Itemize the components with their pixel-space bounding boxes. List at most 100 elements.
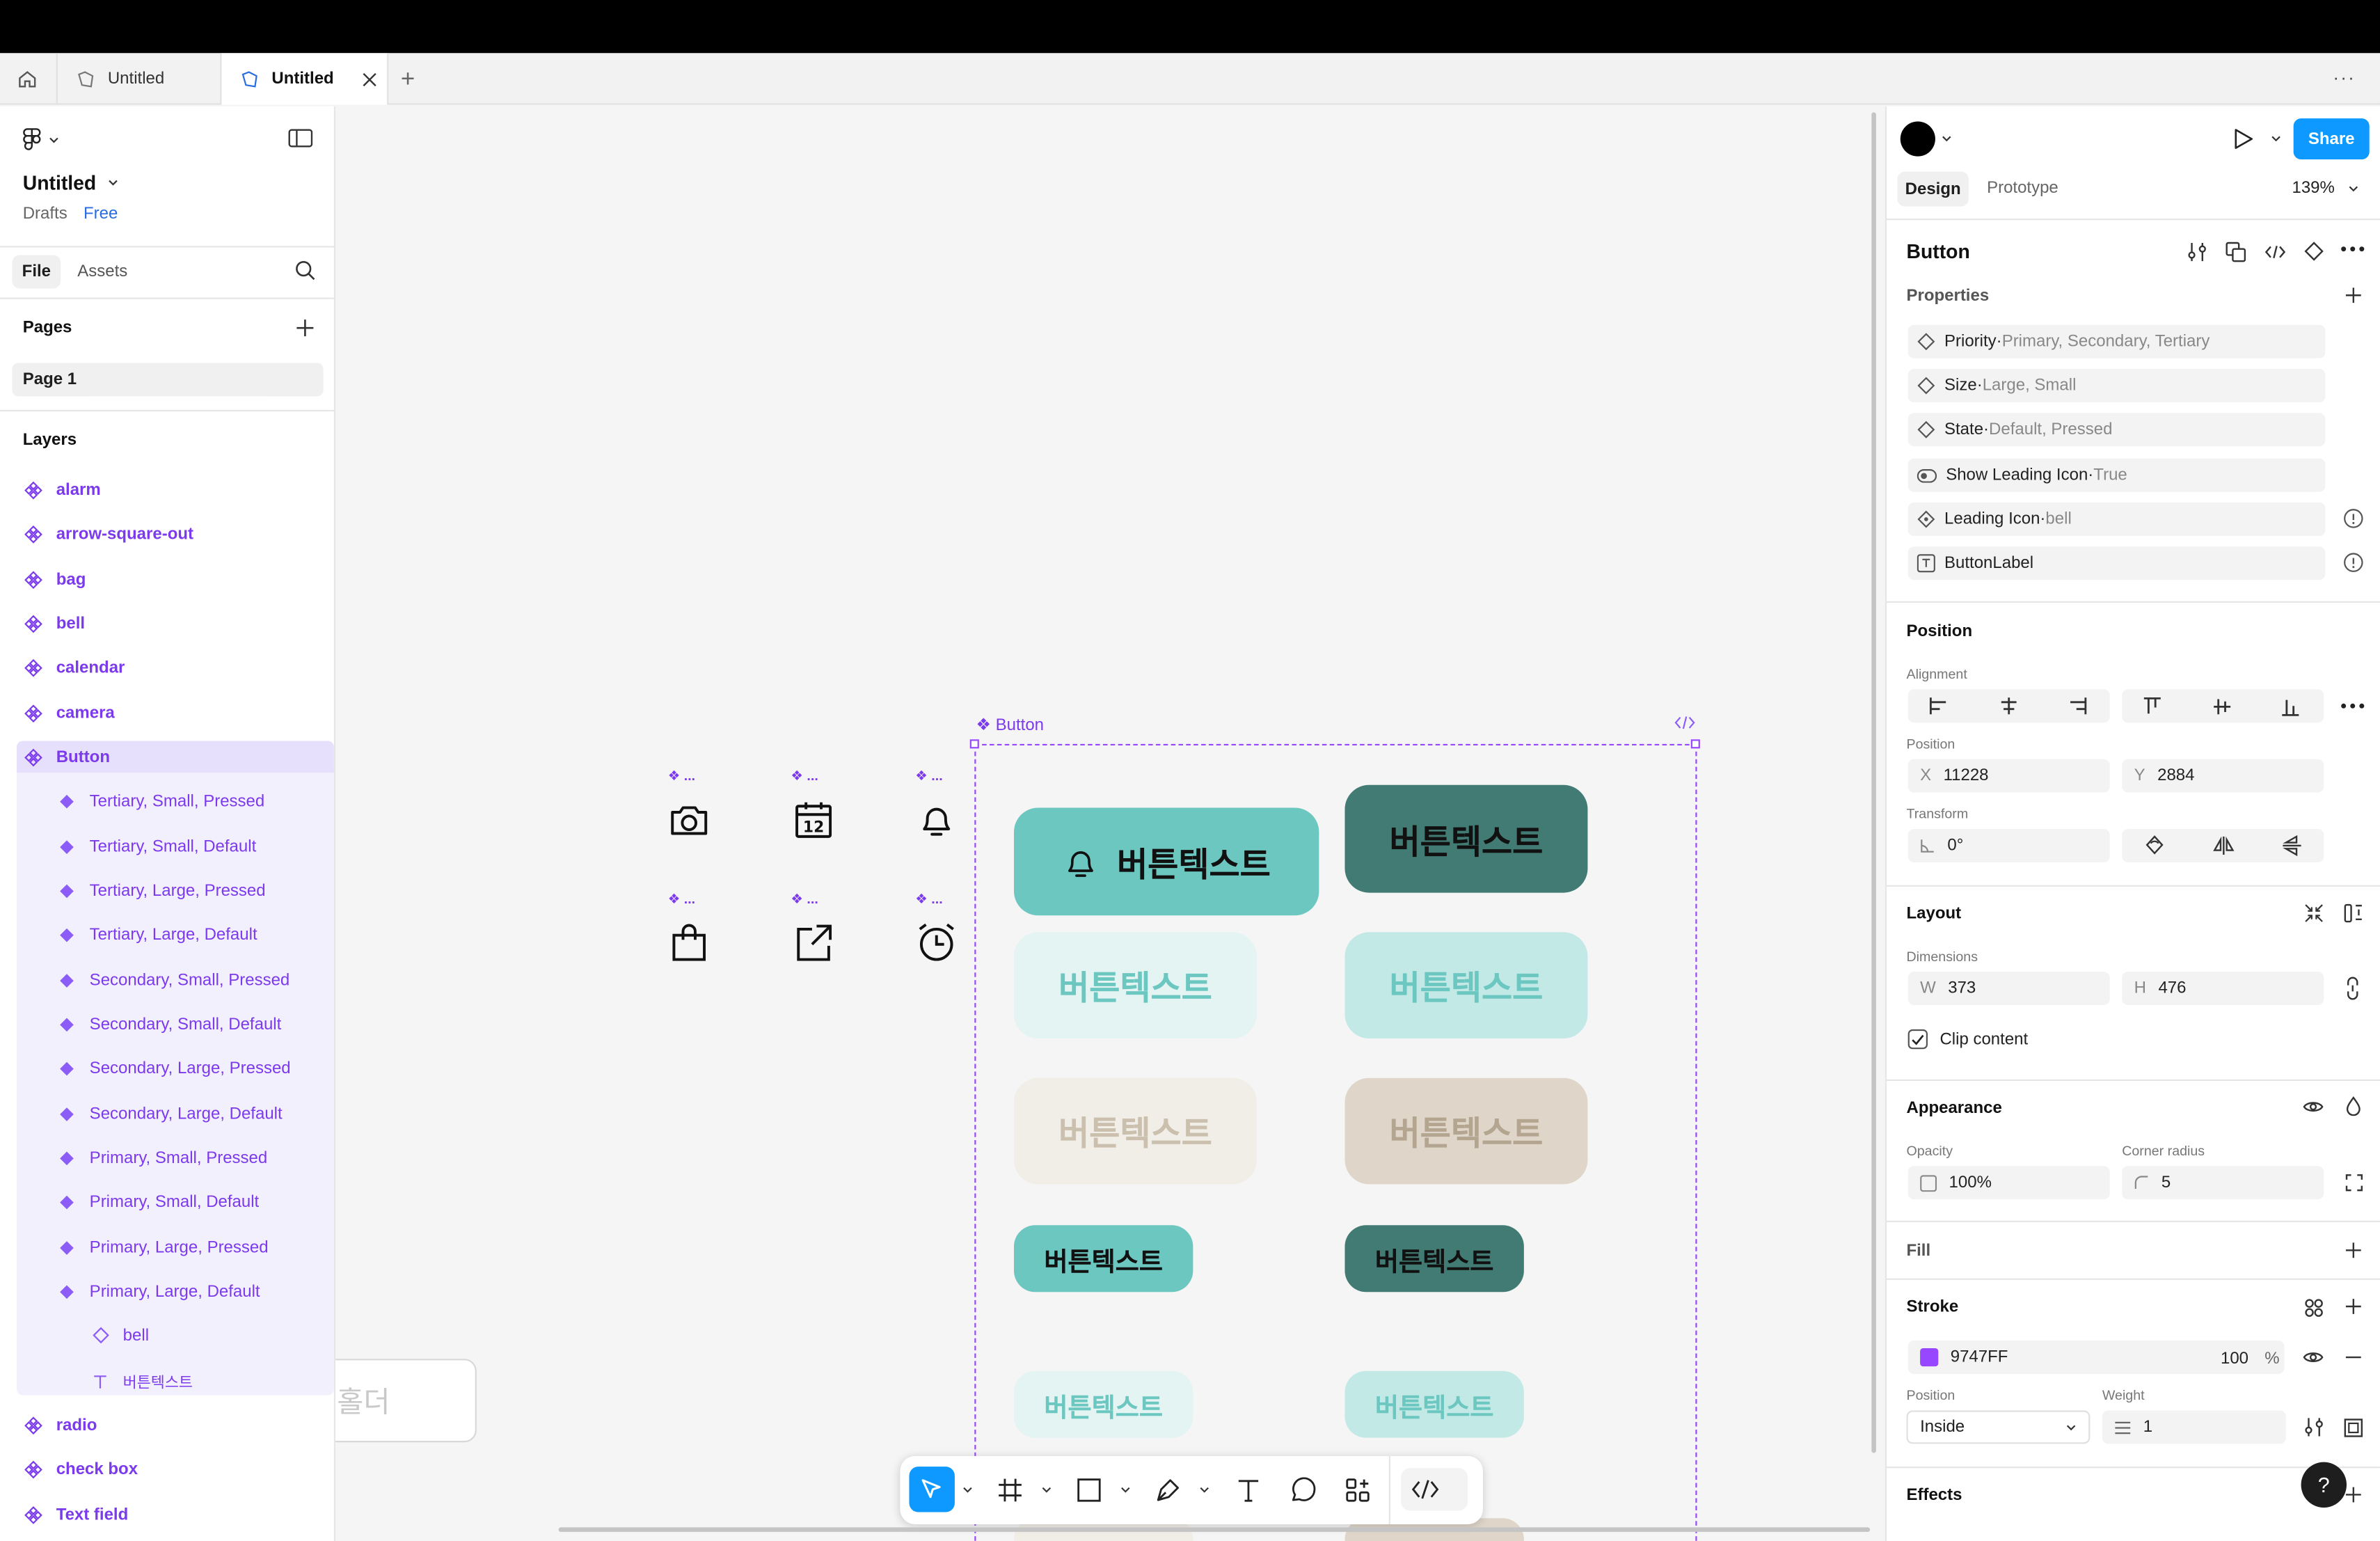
stroke-color-swatch[interactable]	[1920, 1348, 1939, 1367]
zoom-level[interactable]: 139%	[2292, 179, 2335, 198]
share-button[interactable]: Share	[2293, 118, 2370, 160]
layer-variant[interactable]: Primary, Large, Pressed	[0, 1225, 334, 1269]
flip-horizontal-icon[interactable]	[2213, 835, 2235, 857]
individual-strokes-icon[interactable]	[2344, 1418, 2363, 1437]
more-icon[interactable]	[2340, 703, 2365, 709]
corner-radius-input[interactable]: 5	[2122, 1166, 2324, 1200]
button-secondary-large-default[interactable]: 버튼텍스트	[1013, 932, 1257, 1038]
close-icon[interactable]	[361, 70, 378, 87]
layer-calendar[interactable]: calendar	[0, 645, 334, 689]
main-menu-button[interactable]	[23, 127, 59, 152]
rotation-input[interactable]: 0°	[1907, 828, 2110, 862]
property-show-leading-icon[interactable]: Show Leading Icon·True	[1907, 458, 2326, 492]
home-tab[interactable]	[0, 53, 58, 105]
layer-variant[interactable]: Primary, Large, Default	[0, 1270, 334, 1313]
layer-bag[interactable]: bag	[0, 558, 334, 601]
comment-tool-icon[interactable]	[1290, 1477, 1316, 1503]
align-bottom-icon[interactable]	[2281, 697, 2299, 716]
stroke-weight-input[interactable]: 1	[2102, 1410, 2286, 1444]
button-secondary-small-pressed[interactable]: 버튼텍스트	[1344, 1370, 1524, 1438]
code-icon[interactable]	[2264, 244, 2286, 260]
chevron-down-icon[interactable]	[1942, 135, 1952, 143]
tab-untitled-2[interactable]: Untitled	[221, 53, 389, 105]
sidebar-toggle-icon[interactable]	[288, 129, 313, 148]
info-icon[interactable]	[2344, 509, 2363, 528]
align-right-icon[interactable]	[2068, 697, 2087, 715]
layer-variant[interactable]: Tertiary, Large, Pressed	[0, 869, 334, 912]
layer-alarm[interactable]: alarm	[0, 468, 334, 512]
eye-icon[interactable]	[2303, 1350, 2324, 1365]
eye-icon[interactable]	[2303, 1099, 2324, 1114]
rotate-icon[interactable]	[2145, 835, 2164, 857]
constrain-proportions-icon[interactable]	[2345, 977, 2361, 1001]
search-icon[interactable]	[294, 260, 316, 281]
layer-bell[interactable]: bell	[0, 601, 334, 645]
pen-tool-icon[interactable]	[1155, 1477, 1181, 1503]
button-tertiary-large-default[interactable]: 버튼텍스트	[1013, 1077, 1257, 1185]
component-set-frame[interactable]	[974, 743, 1697, 1541]
tab-design[interactable]: Design	[1897, 171, 1969, 207]
tab-untitled-1[interactable]: Untitled	[58, 53, 222, 105]
stroke-settings-icon[interactable]	[2304, 1416, 2324, 1438]
styles-icon[interactable]	[2304, 1298, 2324, 1318]
move-tool-button[interactable]	[909, 1467, 955, 1512]
layer-arrow-square-out[interactable]: arrow-square-out	[0, 512, 334, 555]
button-primary-small-default[interactable]: 버튼텍스트	[1013, 1225, 1193, 1293]
alarm-icon[interactable]	[914, 920, 959, 965]
property-button-label[interactable]: ButtonLabel	[1907, 546, 2326, 580]
button-tertiary-large-pressed[interactable]: 버튼텍스트	[1344, 1077, 1588, 1185]
help-button[interactable]: ?	[2301, 1462, 2347, 1508]
layer-variant[interactable]: Secondary, Large, Default	[0, 1091, 334, 1135]
property-size[interactable]: Size·Large, Small	[1907, 369, 2326, 403]
clip-content-checkbox[interactable]	[1907, 1029, 1928, 1050]
chevron-down-icon[interactable]	[1120, 1486, 1131, 1494]
property-leading-icon[interactable]: Leading Icon·bell	[1907, 503, 2326, 536]
auto-layout-icon[interactable]	[2344, 903, 2363, 923]
button-secondary-small-default[interactable]: 버튼텍스트	[1013, 1370, 1193, 1438]
info-icon[interactable]	[2344, 553, 2363, 572]
layer-check-box[interactable]: check box	[0, 1447, 334, 1491]
vertical-scrollbar[interactable]	[1871, 112, 1876, 1453]
align-left-icon[interactable]	[1929, 697, 1949, 715]
instance-swap-icon[interactable]	[2226, 242, 2247, 263]
layer-variant[interactable]: Primary, Small, Default	[0, 1180, 334, 1224]
flip-vertical-icon[interactable]	[2281, 835, 2303, 857]
horizontal-scrollbar[interactable]	[558, 1527, 1871, 1532]
file-title[interactable]: Untitled	[23, 171, 119, 194]
chevron-down-icon[interactable]	[962, 1486, 973, 1494]
layer-variant[interactable]: Tertiary, Large, Default	[0, 912, 334, 956]
tab-prototype[interactable]: Prototype	[1987, 179, 2058, 198]
tab-file[interactable]: File	[12, 255, 61, 289]
text-field-preview[interactable]: 홀더	[335, 1359, 477, 1443]
remove-stroke-icon[interactable]	[2345, 1356, 2362, 1359]
layer-text[interactable]: 버튼텍스트	[0, 1359, 334, 1402]
plan-badge[interactable]: Free	[83, 205, 118, 223]
component-name[interactable]: Button	[1906, 239, 1970, 263]
add-fill-icon[interactable]	[2345, 1242, 2362, 1258]
code-icon[interactable]	[1674, 715, 1696, 730]
layer-variant[interactable]: Primary, Small, Pressed	[0, 1136, 334, 1180]
layer-variant[interactable]: Secondary, Small, Default	[0, 1002, 334, 1046]
chevron-down-icon[interactable]	[2271, 135, 2281, 143]
text-tool-icon[interactable]	[1235, 1477, 1261, 1503]
stroke-position-select[interactable]: Inside	[1906, 1410, 2091, 1444]
chevron-down-icon[interactable]	[1041, 1486, 1052, 1494]
add-page-icon[interactable]	[296, 319, 314, 337]
layer-variant[interactable]: Tertiary, Small, Default	[0, 824, 334, 868]
blend-mode-icon[interactable]	[2345, 1096, 2362, 1116]
button-primary-small-pressed[interactable]: 버튼텍스트	[1344, 1225, 1524, 1293]
align-center-h-icon[interactable]	[1999, 697, 2019, 715]
page-item[interactable]: Page 1	[12, 363, 324, 397]
add-effect-icon[interactable]	[2345, 1486, 2362, 1503]
stroke-color-input[interactable]: 9747FF	[1907, 1341, 2285, 1375]
new-tab-button[interactable]: +	[400, 66, 415, 93]
frame-label[interactable]: ❖ Button	[976, 716, 1045, 735]
align-top-icon[interactable]	[2143, 697, 2161, 716]
more-icon[interactable]	[2340, 246, 2365, 252]
layer-variant[interactable]: Secondary, Large, Pressed	[0, 1046, 334, 1090]
layer-text-field[interactable]: Text field	[0, 1492, 334, 1536]
component-diamond-icon[interactable]	[2304, 242, 2324, 261]
file-location[interactable]: Drafts	[22, 205, 68, 223]
